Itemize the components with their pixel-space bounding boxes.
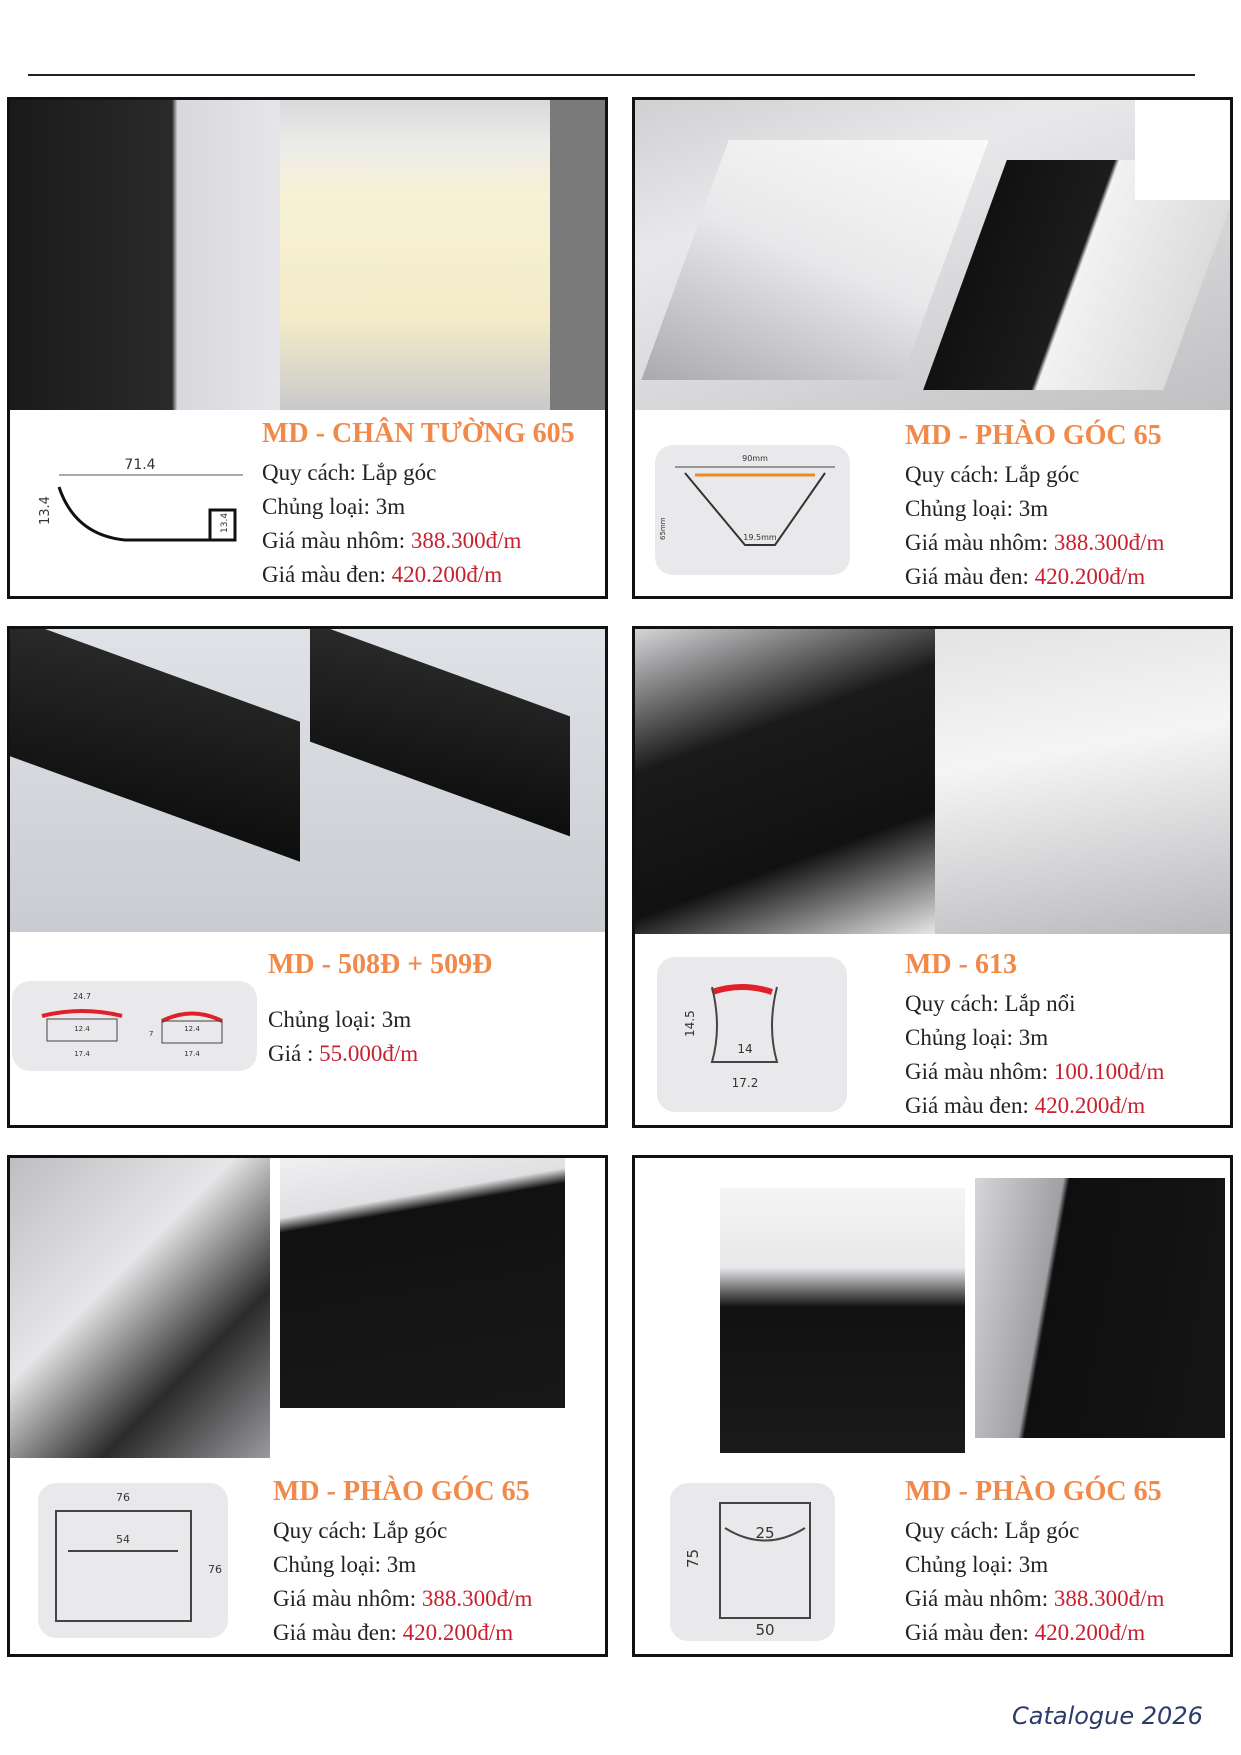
product-title: MD - 613 [905, 949, 1017, 980]
svg-text:7: 7 [149, 1030, 153, 1038]
product-info: MD - CHÂN TƯỜNG 605 Quy cách: Lắp góc Ch… [262, 416, 575, 592]
catalogue-footer: Catalogue 2026 [1012, 1702, 1203, 1730]
price-black: Giá màu đen: 420.200đ/m [905, 1093, 1146, 1118]
svg-text:76: 76 [208, 1563, 222, 1576]
type-line: Chủng loại: 3m [262, 494, 406, 519]
price-black: Giá màu đen: 420.200đ/m [262, 562, 503, 587]
svg-text:19.5mm: 19.5mm [743, 533, 777, 542]
svg-text:17.2: 17.2 [732, 1076, 759, 1090]
svg-text:12.4: 12.4 [184, 1025, 200, 1033]
product-photo [635, 100, 1230, 410]
header-divider [28, 74, 1195, 76]
product-photo [10, 100, 605, 410]
spec-line: Quy cách: Lắp góc [905, 462, 1080, 487]
profile-diagram: 24.7 12.4 17.4 12.4 17.4 7 [12, 981, 257, 1071]
product-title: MD - PHÀO GÓC 65 [905, 1476, 1162, 1507]
svg-text:17.4: 17.4 [184, 1050, 200, 1058]
svg-text:54: 54 [116, 1533, 130, 1546]
svg-text:13.4: 13.4 [220, 513, 230, 533]
product-info: MD - PHÀO GÓC 65 Quy cách: Lắp góc Chủng… [905, 418, 1164, 594]
product-card-chan-tuong-605: 71.4 13.4 13.4 MD - CHÂN TƯỜNG 605 Quy c… [7, 97, 608, 599]
spec-line: Quy cách: Lắp góc [273, 1518, 448, 1543]
price: Giá : 55.000đ/m [268, 1041, 419, 1066]
svg-text:14.5: 14.5 [683, 1010, 697, 1037]
svg-text:71.4: 71.4 [124, 457, 155, 473]
product-info: MD - 613 Quy cách: Lắp nổi Chủng loại: 3… [905, 947, 1164, 1123]
svg-text:25: 25 [755, 1524, 774, 1542]
product-photo [10, 629, 605, 932]
price-aluminum: Giá màu nhôm: 388.300đ/m [273, 1586, 533, 1611]
price-aluminum: Giá màu nhôm: 388.300đ/m [905, 1586, 1165, 1611]
type-line: Chủng loại: 3m [268, 1007, 412, 1032]
product-card-phao-goc-65-b: 76 54 76 MD - PHÀO GÓC 65 Quy cách: Lắp … [7, 1155, 608, 1657]
price-aluminum: Giá màu nhôm: 100.100đ/m [905, 1059, 1165, 1084]
product-card-phao-goc-65-c: 25 75 50 MD - PHÀO GÓC 65 Quy cách: Lắp … [632, 1155, 1233, 1657]
price-black: Giá màu đen: 420.200đ/m [273, 1620, 514, 1645]
type-line: Chủng loại: 3m [905, 1552, 1049, 1577]
profile-diagram: 90mm 19.5mm 65mm [655, 445, 850, 575]
profile-diagram: 14.5 14 17.2 [657, 957, 847, 1112]
product-info: MD - 508Đ + 509Đ Chủng loại: 3m Giá : 55… [268, 947, 492, 1071]
price-aluminum: Giá màu nhôm: 388.300đ/m [905, 530, 1165, 555]
svg-text:12.4: 12.4 [74, 1025, 90, 1033]
svg-text:65mm: 65mm [659, 517, 667, 540]
svg-text:14: 14 [737, 1042, 752, 1056]
svg-text:76: 76 [116, 1491, 130, 1504]
price-black: Giá màu đen: 420.200đ/m [905, 1620, 1146, 1645]
svg-text:13.4: 13.4 [38, 496, 53, 525]
svg-text:50: 50 [755, 1621, 774, 1639]
price-aluminum: Giá màu nhôm: 388.300đ/m [262, 528, 522, 553]
svg-text:24.7: 24.7 [73, 992, 91, 1001]
product-photo [635, 1158, 1230, 1463]
spec-line: Quy cách: Lắp góc [262, 460, 437, 485]
spec-line: Quy cách: Lắp nổi [905, 991, 1076, 1016]
product-photo [10, 1158, 605, 1458]
profile-diagram: 76 54 76 [38, 1483, 228, 1638]
product-title: MD - CHÂN TƯỜNG 605 [262, 418, 575, 449]
svg-text:90mm: 90mm [742, 454, 768, 463]
spec-line: Quy cách: Lắp góc [905, 1518, 1080, 1543]
type-line: Chủng loại: 3m [273, 1552, 417, 1577]
product-photo [635, 629, 1230, 934]
type-line: Chủng loại: 3m [905, 1025, 1049, 1050]
profile-diagram: 25 75 50 [670, 1483, 835, 1641]
type-line: Chủng loại: 3m [905, 496, 1049, 521]
svg-text:75: 75 [684, 1549, 702, 1568]
product-title: MD - 508Đ + 509Đ [268, 949, 493, 980]
profile-diagram: 71.4 13.4 13.4 [38, 457, 243, 542]
product-info: MD - PHÀO GÓC 65 Quy cách: Lắp góc Chủng… [905, 1474, 1164, 1650]
product-title: MD - PHÀO GÓC 65 [273, 1476, 530, 1507]
svg-text:17.4: 17.4 [74, 1050, 90, 1058]
product-info: MD - PHÀO GÓC 65 Quy cách: Lắp góc Chủng… [273, 1474, 532, 1650]
product-card-508d-509d: 24.7 12.4 17.4 12.4 17.4 7 MD - 508Đ + 5… [7, 626, 608, 1128]
product-card-phao-goc-65: 90mm 19.5mm 65mm MD - PHÀO GÓC 65 Quy cá… [632, 97, 1233, 599]
product-card-613: 14.5 14 17.2 MD - 613 Quy cách: Lắp nổi … [632, 626, 1233, 1128]
price-black: Giá màu đen: 420.200đ/m [905, 564, 1146, 589]
product-title: MD - PHÀO GÓC 65 [905, 420, 1162, 451]
